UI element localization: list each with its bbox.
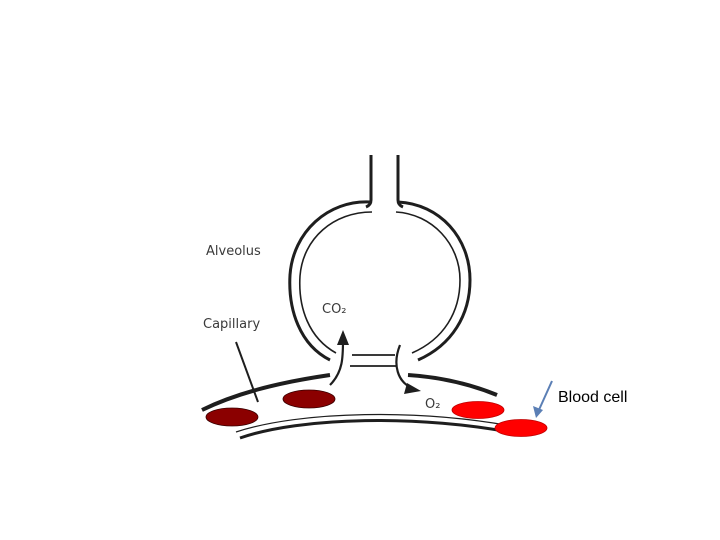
capillary-wall-top bbox=[201, 373, 498, 412]
capillary-label: Capillary bbox=[203, 317, 260, 332]
alveolus-label: Alveolus bbox=[206, 244, 261, 259]
capillary-wall-bottom bbox=[239, 419, 521, 440]
co2-arrow-head bbox=[337, 330, 349, 345]
blood-cell-callout-arrowhead bbox=[533, 406, 543, 418]
o2-arrow-head bbox=[404, 383, 421, 394]
co2-arrow-shaft bbox=[329, 339, 345, 386]
oxygenated-blood-cell bbox=[494, 419, 548, 437]
blood-cell-label: Blood cell bbox=[558, 389, 628, 406]
alveolus-wall-outer bbox=[288, 200, 472, 362]
capillary-wall-bottom-inner bbox=[235, 413, 523, 433]
oxygenated-blood-cell bbox=[451, 401, 505, 419]
deoxygenated-blood-cell bbox=[282, 389, 336, 409]
deoxygenated-blood-cell bbox=[205, 407, 259, 427]
co2-label: CO₂ bbox=[322, 302, 347, 317]
blood-cell-callout-arrow bbox=[537, 380, 553, 413]
capillary-pointer-line bbox=[235, 341, 259, 403]
alveolus-duct bbox=[365, 155, 404, 209]
alveolus-wall-inner bbox=[298, 211, 461, 354]
o2-label: O₂ bbox=[425, 397, 440, 412]
o2-arrow-shaft bbox=[395, 344, 413, 390]
alveolus-capillary-junction bbox=[350, 354, 397, 367]
